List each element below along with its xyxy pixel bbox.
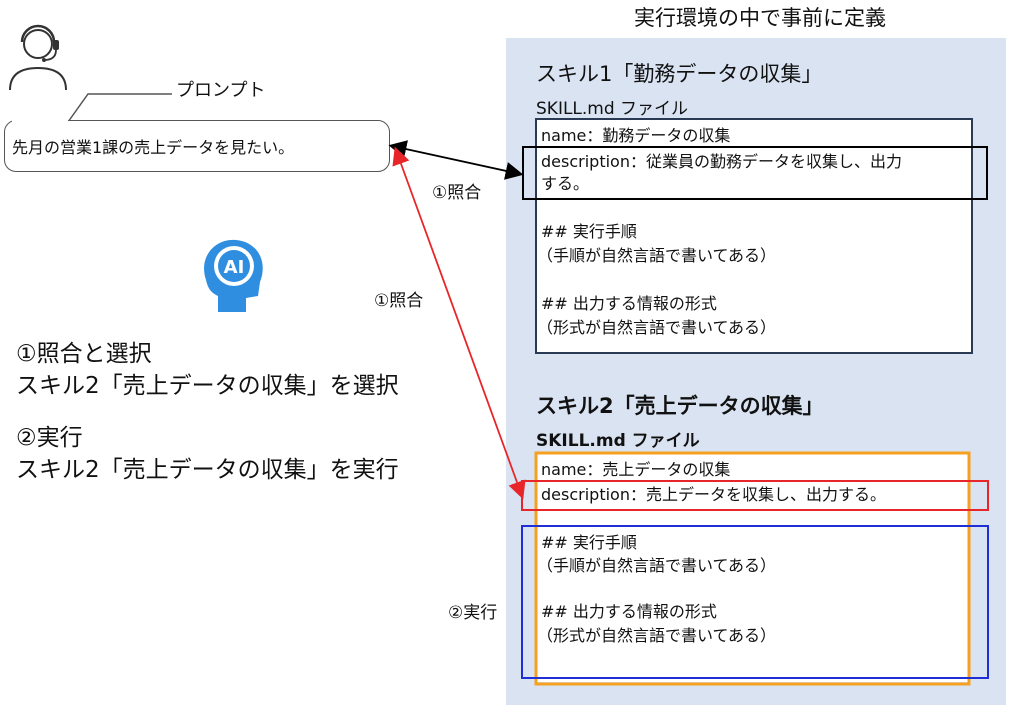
skill1-description: description：従業員の勤務データを収集し、出力	[541, 152, 902, 171]
skill2-file-background	[535, 452, 969, 682]
summary-step1-detail: スキル2「売上データの収集」を選択	[16, 373, 399, 399]
skill2-name: name：売上データの収集	[541, 460, 731, 479]
panel-header: 実行環境の中で事前に定義	[634, 6, 886, 30]
skill1-steps-heading: ## 実行手順	[541, 222, 637, 241]
skill2-description: description：売上データを収集し、出力する。	[541, 485, 886, 504]
match-arrow-red	[392, 146, 526, 500]
summary-step2-title: ②実行	[16, 425, 83, 451]
skill1-steps-note: （手順が自然言語で書いてある）	[537, 246, 777, 265]
ai-icon-label: AI	[224, 257, 245, 278]
prompt-bubble	[4, 120, 390, 172]
summary-step1-title: ①照合と選択	[16, 341, 152, 367]
skill2-format-heading: ## 出力する情報の形式	[541, 602, 717, 621]
skill2-description-highlight	[521, 480, 989, 511]
user-headset-icon	[9, 24, 67, 91]
bubble-tail-gap	[12, 118, 68, 124]
execute-label: ②実行	[448, 603, 498, 623]
skill1-name: name：勤務データの収集	[541, 126, 731, 145]
skill2-steps-note: （手順が自然言語で書いてある）	[537, 556, 777, 575]
skill2-execution-highlight	[521, 525, 989, 679]
skill1-file-label: SKILL.md ファイル	[536, 99, 689, 119]
bubble-tail	[67, 93, 172, 123]
skill1-title: スキル1「勤務データの収集」	[536, 62, 823, 86]
summary-step2-detail: スキル2「売上データの収集」を実行	[16, 457, 399, 483]
prompt-label: プロンプト	[176, 80, 266, 101]
prompt-text: 先月の営業1課の売上データを見たい。	[12, 138, 295, 157]
skill2-format-note: （形式が自然言語で書いてある）	[537, 626, 777, 645]
skill2-file-box	[534, 451, 971, 686]
ai-head-icon: AI	[204, 239, 263, 312]
skill1-description-highlight	[522, 146, 988, 200]
skill1-description-cont: する。	[541, 174, 590, 193]
match-arrow-black	[388, 140, 524, 180]
skill1-format-note: （形式が自然言語で書いてある）	[537, 318, 777, 337]
skill2-steps-heading: ## 実行手順	[541, 533, 637, 552]
skill1-file-box	[535, 118, 973, 354]
skill2-file-label: SKILL.md ファイル	[536, 431, 700, 451]
skill2-title: スキル2「売上データの収集」	[536, 394, 824, 418]
skill1-format-heading: ## 出力する情報の形式	[541, 294, 717, 313]
